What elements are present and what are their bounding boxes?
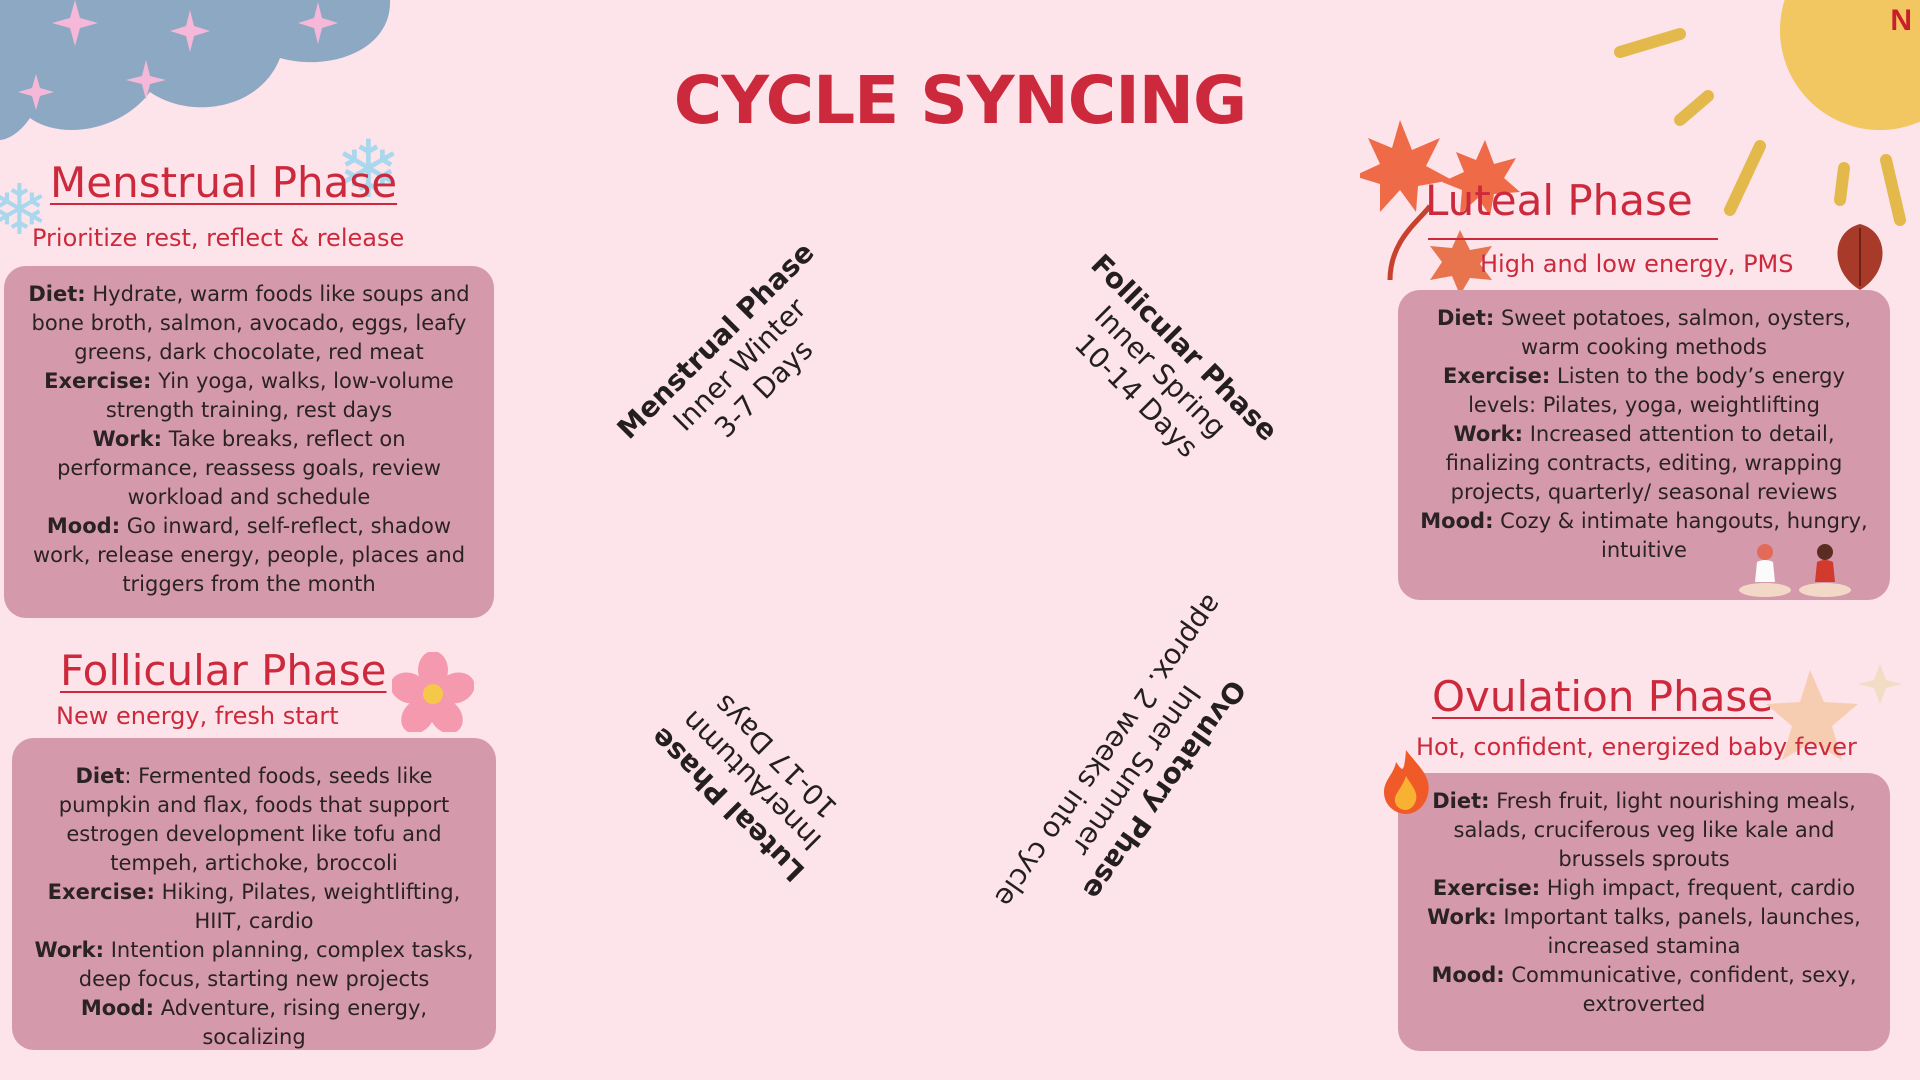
follicular-subtitle: New energy, fresh start	[56, 702, 339, 730]
meditation-icon	[1739, 544, 1851, 597]
menstrual-card: Diet: Hydrate, warm foods like soups and…	[4, 266, 494, 618]
luteal-underline	[1428, 238, 1718, 240]
corner-letter: N	[1890, 4, 1912, 37]
ovulation-heading: Ovulation Phase	[1432, 672, 1774, 721]
cloud-icon	[0, 0, 391, 140]
leaf-icon	[1360, 120, 1520, 290]
leaf-icon	[1837, 224, 1883, 290]
menstrual-subtitle: Prioritize rest, reflect & release	[32, 224, 405, 252]
menstrual-heading: Menstrual Phase	[50, 158, 398, 207]
sun-icon	[1614, 0, 1920, 226]
ovulation-subtitle: Hot, confident, energized baby fever	[1416, 733, 1857, 761]
wheel-ovulatory: Ovulatory Phase Inner Summer approx. 2 w…	[988, 588, 1253, 913]
snowflake-icon: ❄	[0, 169, 49, 251]
wheel-luteal: Luteal Phase InnerAutumn 10-17 Days	[644, 688, 844, 888]
starfish-icon	[1766, 664, 1902, 760]
wheel-follicular: Follicular Phase Inner Spring 10-14 Days	[1068, 247, 1285, 464]
follicular-card: Diet: Fermented foods, seeds like pumpki…	[12, 738, 496, 1050]
luteal-card: Diet: Sweet potatoes, salmon, oysters, w…	[1398, 290, 1890, 600]
snowflake-icon: ❄	[335, 123, 403, 216]
flower-icon	[392, 652, 474, 732]
luteal-subtitle: High and low energy, PMS	[1480, 250, 1794, 278]
wheel-menstrual: Menstrual Phase Inner Winter 3-7 Days	[610, 235, 821, 446]
page-title: CYCLE SYNCING	[673, 62, 1247, 139]
ovulation-card: Diet: Fresh fruit, light nourishing meal…	[1398, 773, 1890, 1051]
fire-icon	[1384, 750, 1429, 814]
follicular-heading: Follicular Phase	[60, 646, 387, 695]
luteal-heading: Luteal Phase	[1425, 176, 1693, 225]
star-icon	[18, 0, 338, 110]
